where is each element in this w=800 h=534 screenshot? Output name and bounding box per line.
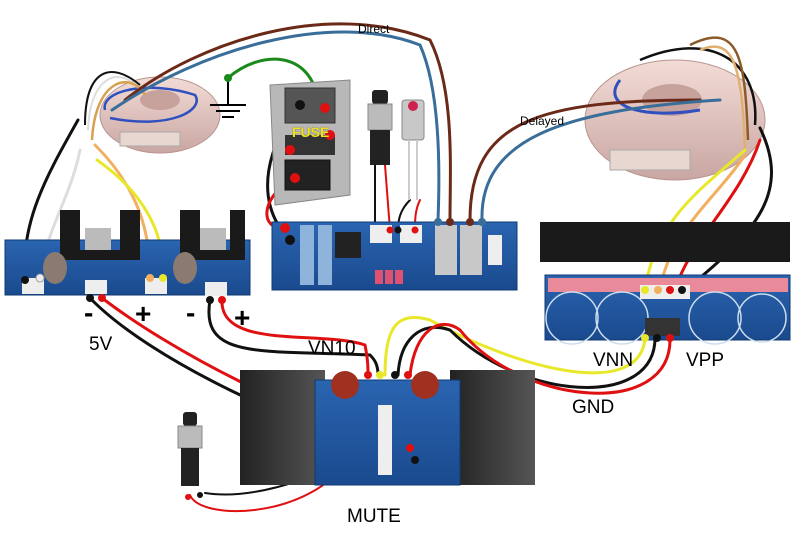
label-minus-5v: - [84,297,94,328]
large-transformer [584,36,766,181]
wire-delayed-blue [480,98,722,222]
iec-inlet [269,79,351,206]
label-fuse: FUSE [292,124,330,140]
psu-board [540,222,791,345]
label-vnn: VNN [593,350,634,371]
label-gnd: GND [572,397,615,418]
label-vn10: VN10 [308,338,356,359]
label-mute: MUTE [347,506,401,527]
amp-board [240,370,535,486]
power-push-button [367,90,393,165]
soft-start-board [271,218,518,291]
earth-ground-symbol [210,74,246,118]
label-minus-vn10: - [186,297,196,328]
label-vpp: VPP [686,350,725,371]
wire-delayed-brown [468,98,702,222]
label-plus-vn10: + [234,302,251,333]
indicator-led [401,99,425,200]
regulator-board [4,210,251,304]
label-plus-5v: + [135,298,152,329]
mute-button [177,412,203,500]
label-delayed: Delayed [520,114,565,128]
label-direct: Direct [358,22,390,36]
wire-direct-brown [123,22,452,222]
wire-direct-blue [110,30,441,222]
label-5v: 5V [89,334,113,355]
